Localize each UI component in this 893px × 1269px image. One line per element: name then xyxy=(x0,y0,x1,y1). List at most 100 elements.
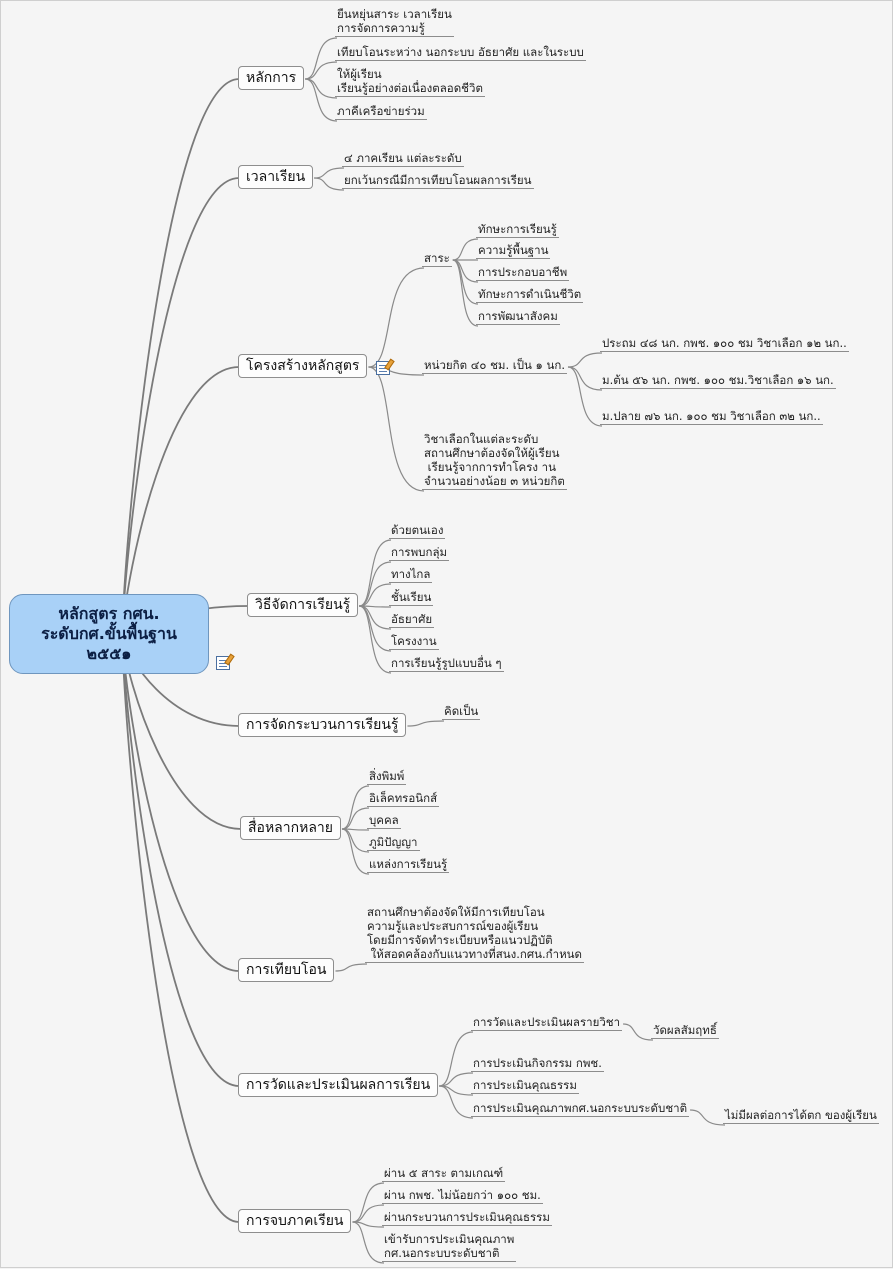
process-connector-1 xyxy=(407,720,445,727)
principles-item-2[interactable]: เทียบโอนระหว่าง นอกระบบ อัธยาศัย และในระ… xyxy=(335,45,586,61)
subject-item-4[interactable]: ทักษะการดำเนินชีวิต xyxy=(476,287,584,303)
branch-study-time[interactable]: เวลาเรียน xyxy=(238,165,314,189)
assessment-item-4[interactable]: การประเมินคุณภาพกศ.นอกระบบระดับชาติ xyxy=(471,1101,690,1117)
structure-electives-line-3: เรียนรู้จากการทำโครง าน xyxy=(424,460,556,474)
method-connector-6 xyxy=(359,605,392,652)
study-time-item-1[interactable]: ๔ ภาคเรียน แต่ละระดับ xyxy=(342,151,464,167)
principles-item-1-line-2: การจัดการความรู้ xyxy=(337,21,425,35)
media-item-5[interactable]: แหล่งการเรียนรู้ xyxy=(367,857,450,873)
principles-connector-4 xyxy=(305,78,338,122)
credit-primary[interactable]: ประถม ๔๘ นก. กพช. ๑๐๐ ชม วิชาเลือก ๑๒ นก… xyxy=(600,336,849,352)
central-topic-line-3: ๒๕๕๑ xyxy=(86,644,132,663)
principles-item-3-line-1: ให้ผู้เรียน xyxy=(337,67,382,81)
subject-item-5[interactable]: การพัฒนาสังคม xyxy=(476,309,560,325)
media-item-2[interactable]: อิเล็คทรอนิกส์ xyxy=(367,791,440,807)
principles-item-3-line-2: เรียนรู้อย่างต่อเนื่องตลอดชีวิต xyxy=(337,81,483,95)
structure-subjects[interactable]: สาระ xyxy=(422,251,452,267)
note-pencil-icon[interactable] xyxy=(376,361,390,375)
media-connector-5 xyxy=(341,828,370,875)
central-topic-line-1: หลักสูตร กศน. xyxy=(58,604,160,623)
method-item-2[interactable]: การพบกลุ่ม xyxy=(389,545,450,561)
study-time-connector-1 xyxy=(314,167,345,179)
branch-assessment[interactable]: การวัดและประเมินผลการเรียน xyxy=(238,1073,439,1097)
transfer-item-1[interactable]: สถานศึกษาต้องจัดให้มีการเทียบโอน ความรู้… xyxy=(365,905,584,963)
root-connector-7 xyxy=(121,634,240,972)
method-item-1[interactable]: ด้วยตนเอง xyxy=(389,523,446,539)
method-connector-1 xyxy=(358,539,392,607)
branch-credit-transfer[interactable]: การเทียบโอน xyxy=(238,958,335,982)
subject-item-1[interactable]: ทักษะการเรียนรู้ xyxy=(476,222,559,238)
subject-connector-4 xyxy=(452,259,479,305)
principles-item-4[interactable]: ภาคีเครือข่ายร่วม xyxy=(335,104,427,120)
branch-principles[interactable]: หลักการ xyxy=(238,66,305,90)
root-connector-1 xyxy=(121,78,240,636)
note-pencil-icon[interactable] xyxy=(216,656,230,670)
method-item-3[interactable]: ทางไกล xyxy=(389,567,433,583)
media-item-1[interactable]: สิ่งพิมพ์ xyxy=(367,769,407,785)
study-time-connector-2 xyxy=(314,177,345,191)
completion-item-4-line-1: เข้ารับการประเมินคุณภาพ xyxy=(384,1232,515,1246)
subject-item-3[interactable]: การประกอบอาชีพ xyxy=(476,265,570,281)
branch-curriculum-structure[interactable]: โครงสร้างหลักสูตร xyxy=(238,354,368,378)
subject-connector-1 xyxy=(452,238,479,261)
media-item-4[interactable]: ภูมิปัญญา xyxy=(367,835,420,851)
structure-credits[interactable]: หน่วยกิต ๔๐ ชม. เป็น ๑ นก. xyxy=(422,358,567,374)
assessment-item-1[interactable]: การวัดและประเมินผลรายวิชา xyxy=(471,1015,623,1031)
branch-completion[interactable]: การจบภาคเรียน xyxy=(238,1209,352,1233)
completion-connector-2 xyxy=(352,1204,385,1223)
completion-item-1[interactable]: ผ่าน ๕ สาระ ตามเกณฑ์ xyxy=(382,1166,506,1182)
completion-item-3[interactable]: ผ่านกระบวนการประเมินคุณธรรม xyxy=(382,1210,552,1226)
completion-item-2[interactable]: ผ่าน กพช. ไม่น้อยกว่า ๑๐๐ ชม. xyxy=(382,1188,543,1204)
credit-primary-line-1: ประถม ๔๘ นก. กพช. ๑๐๐ ชม xyxy=(602,336,754,350)
media-connector-3 xyxy=(341,828,370,831)
branch-media[interactable]: สื่อหลากหลาย xyxy=(240,816,341,840)
structure-electives[interactable]: วิชาเลือกในแต่ละระดับ สถานศึกษาต้องจัดให… xyxy=(422,432,567,490)
process-item-1[interactable]: คิดเป็น xyxy=(442,704,481,720)
principles-item-1[interactable]: ยืนหยุ่นสาระ เวลาเรียน การจัดการความรู้ xyxy=(335,7,454,37)
method-connector-3 xyxy=(359,583,392,607)
assessment-no-effect[interactable]: ไม่มีผลต่อการได้ตก ของผู้เรียน xyxy=(723,1108,879,1124)
principles-connector-1 xyxy=(305,37,338,80)
central-topic[interactable]: หลักสูตร กศน. ระดับกศ.ขั้นพื้นฐาน ๒๕๕๑ xyxy=(9,594,209,674)
media-item-3[interactable]: บุคคล xyxy=(367,813,401,829)
credit-connector-1 xyxy=(567,352,603,368)
assessment-connector-1 xyxy=(439,1031,474,1087)
study-time-item-2[interactable]: ยกเว้นกรณีมีการเทียบโอนผลการเรียน xyxy=(342,173,534,189)
principles-connector-3 xyxy=(305,78,338,99)
method-item-4[interactable]: ชั้นเรียน xyxy=(389,590,434,606)
structure-connector-3 xyxy=(368,366,425,492)
principles-item-3[interactable]: ให้ผู้เรียน เรียนรู้อย่างต่อเนื่องตลอดชี… xyxy=(335,67,485,97)
branch-learning-methods[interactable]: วิธีจัดการเรียนรู้ xyxy=(247,593,359,617)
assessment-item-3[interactable]: การประเมินคุณธรรม xyxy=(471,1078,579,1094)
transfer-item-1-line-3: โดยมีการจัดทำระเบียบหรือแนวปฏิบัติ xyxy=(367,933,553,947)
assessment-connector-3 xyxy=(439,1085,474,1096)
credit-upper-secondary[interactable]: ม.ปลาย ๗๖ นก. ๑๐๐ ชม วิชาเลือก ๓๒ นก.. xyxy=(600,409,823,425)
assessment-connector-2 xyxy=(439,1072,474,1087)
root-connector-8 xyxy=(121,634,240,1087)
completion-item-4[interactable]: เข้ารับการประเมินคุณภาพ กศ.นอกระบบระดับช… xyxy=(382,1232,517,1262)
root-connector-9 xyxy=(121,634,240,1223)
structure-electives-line-2: สถานศึกษาต้องจัดให้ผู้เรียน xyxy=(424,446,560,460)
central-topic-line-2: ระดับกศ.ขั้นพื้นฐาน xyxy=(41,624,177,643)
method-item-5[interactable]: อัธยาศัย xyxy=(389,612,435,628)
method-item-7[interactable]: การเรียนรู้รูปแบบอื่น ๆ xyxy=(389,656,504,672)
media-connector-4 xyxy=(341,828,370,853)
transfer-item-1-line-2: ความรู้และประสบการณ์ของผู้เรียน xyxy=(367,919,539,933)
branch-learning-process[interactable]: การจัดกระบวนการเรียนรู้ xyxy=(238,713,407,737)
credit-primary-line-2: วิชาเลือก ๑๒ นก.. xyxy=(756,336,847,350)
method-connector-4 xyxy=(359,605,392,608)
subject-item-2[interactable]: ความรู้พื้นฐาน xyxy=(476,243,551,259)
subject-connector-5 xyxy=(452,259,479,327)
media-connector-1 xyxy=(341,785,370,830)
assessment-item-2[interactable]: การประเมินกิจกรรม กพช. xyxy=(471,1056,604,1072)
no-effect-connector-1 xyxy=(690,1109,726,1126)
structure-electives-line-4: จำนวนอย่างน้อย ๓ หน่วยกิต xyxy=(424,474,565,488)
method-item-6[interactable]: โครงงาน xyxy=(389,634,439,650)
structure-connector-1 xyxy=(368,267,425,368)
completion-item-4-line-2: กศ.นอกระบบระดับชาติ xyxy=(384,1246,500,1260)
assessment-achievement[interactable]: วัดผลสัมฤทธิ์ xyxy=(651,1023,719,1039)
assessment-connector-4 xyxy=(439,1085,474,1119)
media-connector-2 xyxy=(341,807,370,830)
credit-lower-secondary[interactable]: ม.ต้น ๕๖ นก. กพช. ๑๐๐ ชม.วิชาเลือก ๑๖ นก… xyxy=(600,373,836,389)
